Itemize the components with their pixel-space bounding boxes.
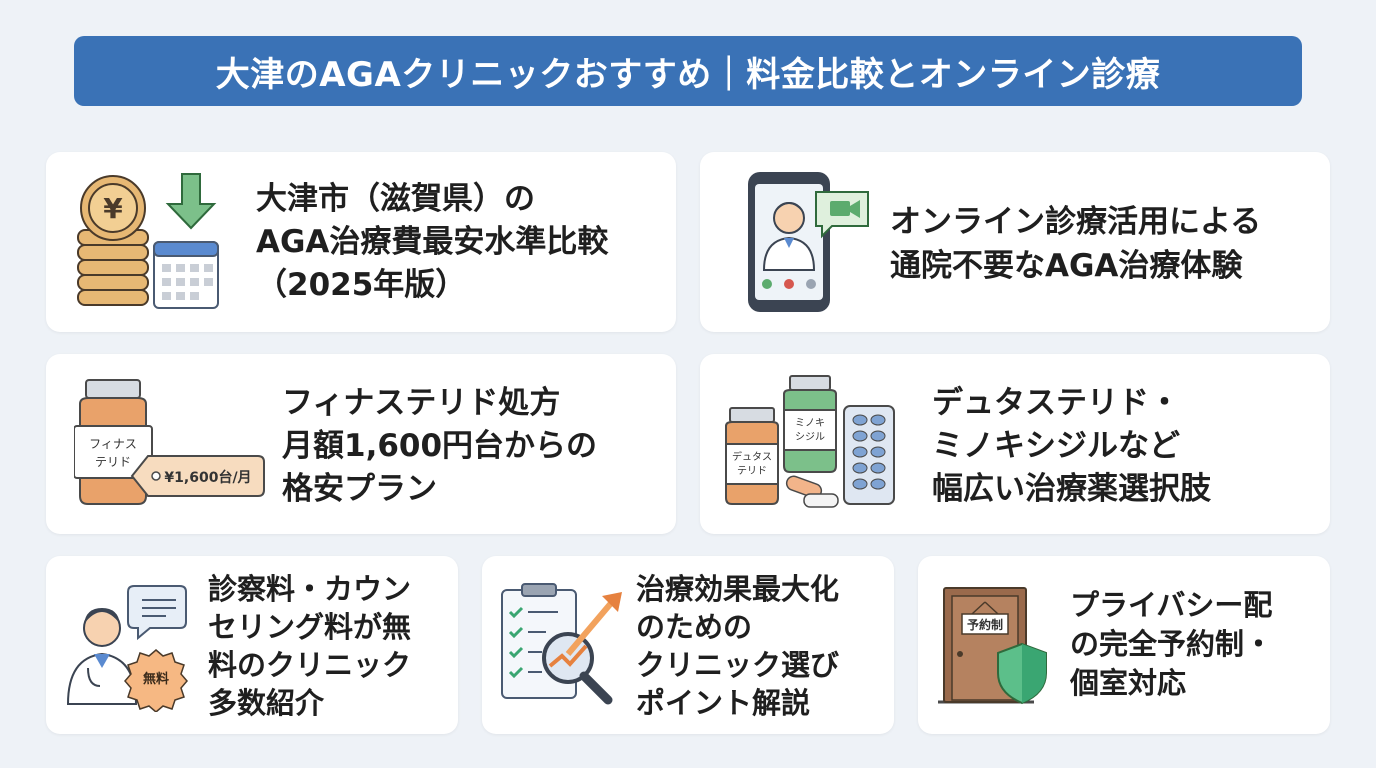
price-tag-text: ¥1,600台/月: [164, 469, 251, 486]
card-line: 大津市（滋賀県）の: [256, 181, 535, 217]
bottle-label-line: フィナス: [89, 437, 137, 451]
card-line: セリング料が無: [208, 610, 412, 644]
card-line: 多数紹介: [208, 686, 325, 720]
card-text: 大津市（滋賀県）の AGA治療費最安水準比較 （2025年版）: [256, 178, 608, 307]
bottle-a-label: デュタス: [732, 450, 772, 463]
card-line: 幅広い治療薬選択肢: [932, 471, 1211, 507]
card-line: AGA治療費最安水準比較: [256, 224, 609, 260]
card-text: 診察料・カウン セリング料が無 料のクリニック 多数紹介: [208, 570, 411, 722]
checklist-magnifier-icon: [501, 583, 622, 705]
page-title: 大津のAGAクリニックおすすめ｜料金比較とオンライン診療: [215, 54, 1161, 95]
phone-doctor-video-icon: [748, 172, 869, 312]
medicine-bottles-pills-icon: デュタス テリド ミノキ シジル: [725, 375, 895, 508]
card-line: クリニック選び: [636, 648, 840, 682]
doctor-free-badge-icon: 無料: [66, 585, 188, 712]
svg-text:¥: ¥: [103, 192, 123, 225]
card-line: プライバシー配: [1070, 588, 1273, 622]
card-line: 治療効果最大化: [636, 572, 840, 606]
medicine-bottle-price-tag-icon: フィナス テリド ¥1,600台/月: [74, 379, 265, 505]
card-line: フィナステリド処方: [282, 385, 561, 421]
page-title-banner: 大津のAGAクリニックおすすめ｜料金比較とオンライン診療: [74, 36, 1302, 106]
card-text: デュタステリド・ ミノキシジルなど 幅広い治療薬選択肢: [932, 382, 1211, 511]
card-line: のための: [636, 610, 753, 644]
card-finasteride-plan: フィナス テリド ¥1,600台/月 フィナステリド処方 月額1,600円台から…: [46, 354, 676, 534]
bottle-a-label: テリド: [737, 466, 767, 477]
card-line: ミノキシジルなど: [932, 428, 1180, 464]
card-text: フィナステリド処方 月額1,600円台からの 格安プラン: [282, 382, 597, 511]
card-line: ポイント解説: [636, 686, 811, 720]
card-line: の完全予約制・: [1070, 627, 1274, 661]
card-privacy-reservation: 予約制 プライバシー配 の完全予約制・ 個室対応: [918, 556, 1330, 734]
door-sign-text: 予約制: [967, 617, 1003, 632]
coins-calendar-icon: ¥: [77, 173, 219, 309]
card-cost-comparison: ¥ 大津市（滋賀県）の AGA治療費最安水準比較 （2025年版）: [46, 152, 676, 332]
card-online-consultation: オンライン診療活用による 通院不要なAGA治療体験: [700, 152, 1330, 332]
card-line: 個室対応: [1070, 666, 1187, 700]
card-line: デュタステリド・: [932, 385, 1180, 421]
bottle-label-line: テリド: [95, 455, 131, 469]
card-line: （2025年版）: [256, 267, 467, 303]
card-line: 診察料・カウン: [208, 572, 412, 606]
card-line: 料のクリニック: [208, 648, 412, 682]
card-clinic-selection: 治療効果最大化 のための クリニック選び ポイント解説: [482, 556, 894, 734]
card-line: 格安プラン: [282, 471, 437, 507]
door-shield-icon: 予約制: [938, 587, 1047, 705]
card-line: オンライン診療活用による: [890, 204, 1262, 240]
card-medication-options: デュタス テリド ミノキ シジル デュタステリド・ ミノキシジルなど 幅広い治療…: [700, 354, 1330, 534]
free-badge-text: 無料: [143, 671, 169, 687]
card-line: 通院不要なAGA治療体験: [890, 248, 1243, 284]
bottle-b-label: ミノキ: [795, 418, 825, 429]
card-text: 治療効果最大化 のための クリニック選び ポイント解説: [636, 570, 839, 722]
card-free-consultation: 無料 診察料・カウン セリング料が無 料のクリニック 多数紹介: [46, 556, 458, 734]
card-line: 月額1,600円台からの: [282, 428, 598, 464]
card-text: オンライン診療活用による 通院不要なAGA治療体験: [890, 200, 1261, 288]
bottle-b-label: シジル: [795, 432, 825, 443]
card-text: プライバシー配 の完全予約制・ 個室対応: [1070, 586, 1273, 703]
